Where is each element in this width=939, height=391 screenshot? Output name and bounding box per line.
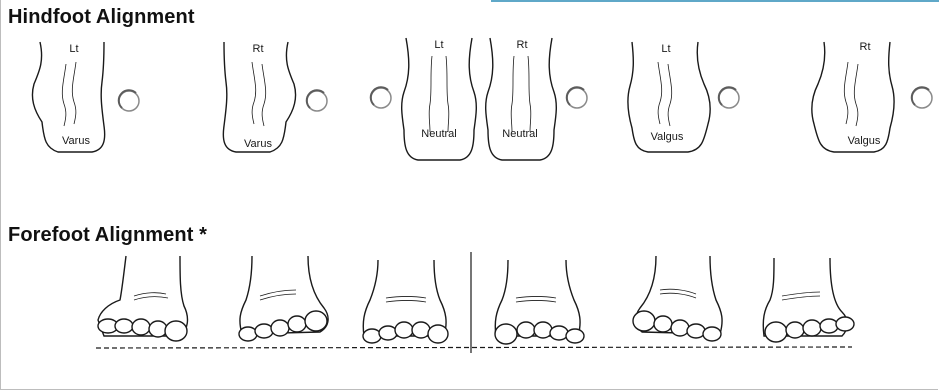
hindfoot-rt-varus-illustration [223, 42, 295, 152]
forefoot-option-5-illustration [633, 256, 722, 341]
hindfoot-option-label: Varus [244, 138, 272, 150]
hindfoot-side-label: Lt [661, 43, 670, 55]
hindfoot-side-label: Rt [253, 43, 264, 55]
hindfoot-rt-neutral-illustration [486, 38, 557, 160]
hindfoot-option-label: Neutral [421, 128, 456, 140]
forefoot-option-1-illustration [98, 256, 187, 341]
hindfoot-side-label: Rt [517, 39, 528, 51]
hindfoot-option-label: Neutral [502, 128, 537, 140]
hindfoot-side-label: Lt [434, 39, 443, 51]
hindfoot-side-label: Rt [860, 41, 871, 53]
hindfoot-side-label: Lt [69, 43, 78, 55]
forefoot-option-3-illustration [363, 260, 448, 343]
ground-line [96, 347, 852, 348]
hindfoot-option-label: Valgus [651, 131, 684, 143]
forefoot-option-2-illustration [239, 256, 328, 341]
hindfoot-lt-neutral-illustration [402, 38, 477, 160]
hindfoot-option-label: Valgus [848, 135, 881, 147]
forefoot-option-6-illustration [763, 258, 854, 342]
forefoot-option-4-illustration [495, 260, 584, 344]
hindfoot-option-label: Varus [62, 135, 90, 147]
